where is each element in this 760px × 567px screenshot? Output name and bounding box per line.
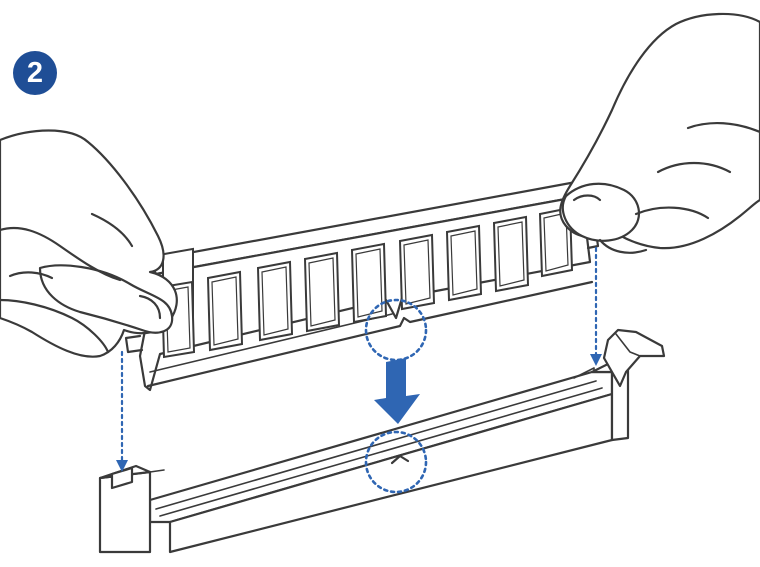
memory-chip	[492, 215, 530, 293]
memory-chip	[206, 270, 244, 352]
right-finger-4	[686, 121, 760, 134]
slot-key-dotted-circle-icon	[364, 430, 428, 494]
memory-chip-face	[261, 266, 289, 336]
alignment-guides	[116, 246, 602, 494]
step-number-badge: 2	[13, 51, 57, 95]
slot-right-notch	[573, 367, 595, 379]
dimm-slot	[98, 328, 666, 554]
left-finger-3	[0, 226, 122, 282]
right-guide-arrowhead	[590, 354, 602, 366]
left-finger-2	[8, 271, 54, 280]
memory-chip	[445, 224, 483, 302]
module-left-notch	[124, 334, 144, 354]
right-finger-1	[598, 238, 648, 254]
left-hand	[0, 129, 178, 358]
module-notch-dotted-circle-icon	[364, 298, 428, 362]
left-finger-1	[0, 298, 110, 354]
right-thumbnail	[572, 194, 602, 202]
slot-groove-1	[155, 380, 597, 510]
memory-chip-face	[450, 230, 478, 296]
right-hand	[559, 12, 760, 254]
slot-rail-side	[168, 392, 614, 554]
right-thumb	[561, 182, 641, 242]
memory-chip-face	[211, 276, 239, 346]
right-finger-3	[634, 206, 710, 220]
left-guide-arrowhead	[116, 460, 128, 472]
chip-row	[160, 206, 574, 359]
slot-groove-2	[159, 387, 603, 517]
memory-chip-face	[403, 239, 431, 305]
memory-chip-face	[543, 212, 569, 272]
slot-left-edge	[149, 469, 165, 473]
module-contact-line	[149, 313, 393, 373]
slot-clip-edge	[615, 333, 641, 357]
memory-chip	[303, 251, 341, 333]
memory-chip-face	[355, 248, 383, 318]
module-contact-edge	[146, 280, 594, 388]
left-finger-4	[90, 212, 134, 248]
memory-chip-face	[308, 257, 336, 327]
arrow-down-icon	[374, 358, 420, 424]
memory-chip	[350, 242, 388, 324]
memory-chip	[256, 260, 294, 342]
slot-left-pocket	[110, 466, 134, 490]
slot-clip	[602, 328, 666, 388]
left-thumb	[38, 264, 174, 334]
memory-chip-face	[497, 221, 525, 287]
right-finger-2	[656, 162, 732, 174]
slot-key	[390, 454, 410, 465]
left-thumbnail	[138, 294, 162, 320]
memory-chip	[398, 233, 436, 311]
memory-chip-face	[165, 286, 191, 353]
